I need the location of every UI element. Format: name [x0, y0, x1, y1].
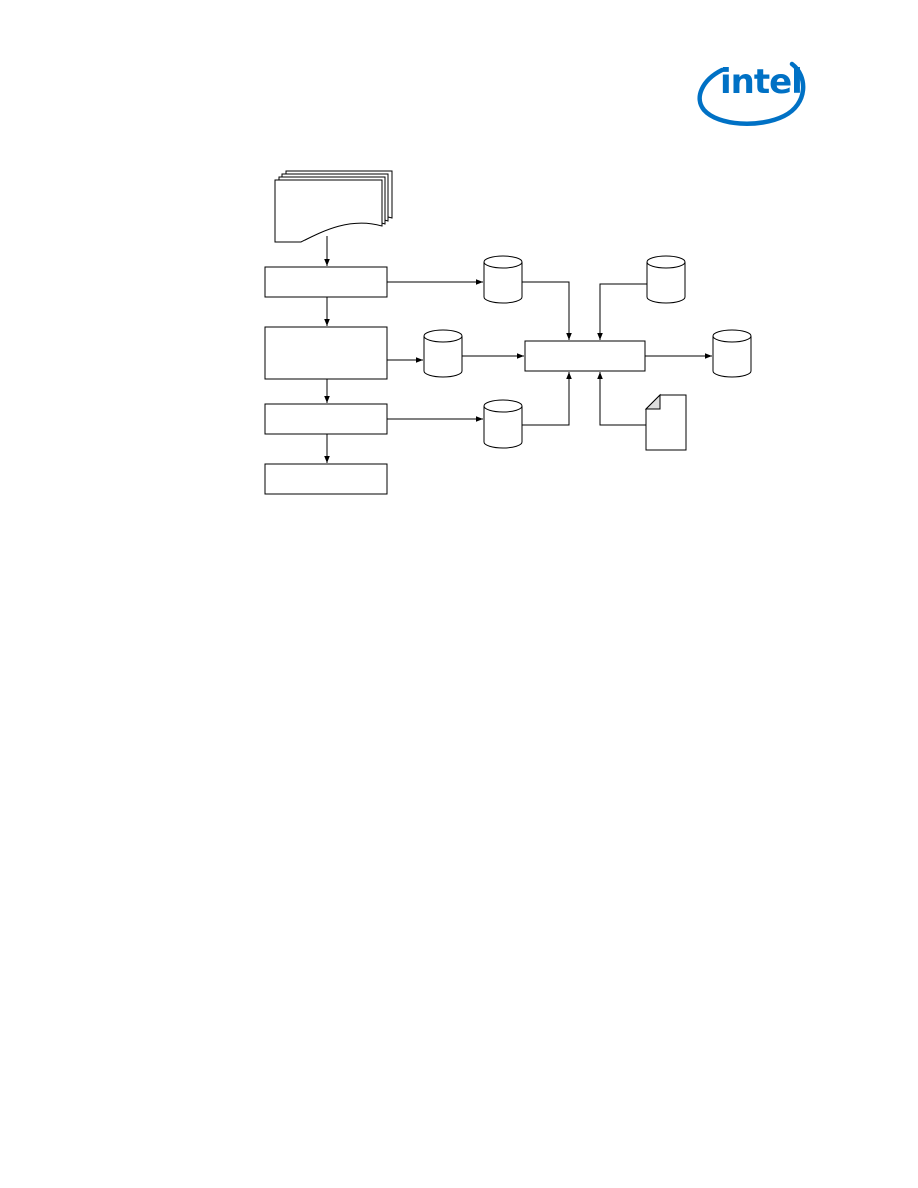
intel-swirl-icon — [697, 61, 806, 126]
arrow-db-top-left-to-central — [522, 281, 572, 340]
process-box-1 — [264, 266, 388, 298]
database-icon-top-right — [646, 255, 686, 304]
process-box-4 — [264, 463, 388, 495]
database-icon-top-left — [483, 255, 523, 304]
database-icon-output — [712, 329, 752, 378]
input-documents-icon — [274, 170, 393, 243]
arrow-db-bottom-left-to-central — [522, 372, 572, 426]
arrow-db-top-right-to-central — [597, 283, 647, 340]
database-icon-bottom-left — [483, 399, 523, 449]
intel-logo — [696, 54, 812, 128]
intel-logo-text: intel — [720, 62, 803, 102]
arrow-document-to-central — [597, 372, 646, 426]
central-process-box — [524, 340, 646, 372]
process-box-2 — [264, 326, 388, 380]
database-icon-middle-left — [423, 329, 463, 378]
document-icon — [644, 393, 687, 451]
process-box-3 — [264, 403, 388, 435]
